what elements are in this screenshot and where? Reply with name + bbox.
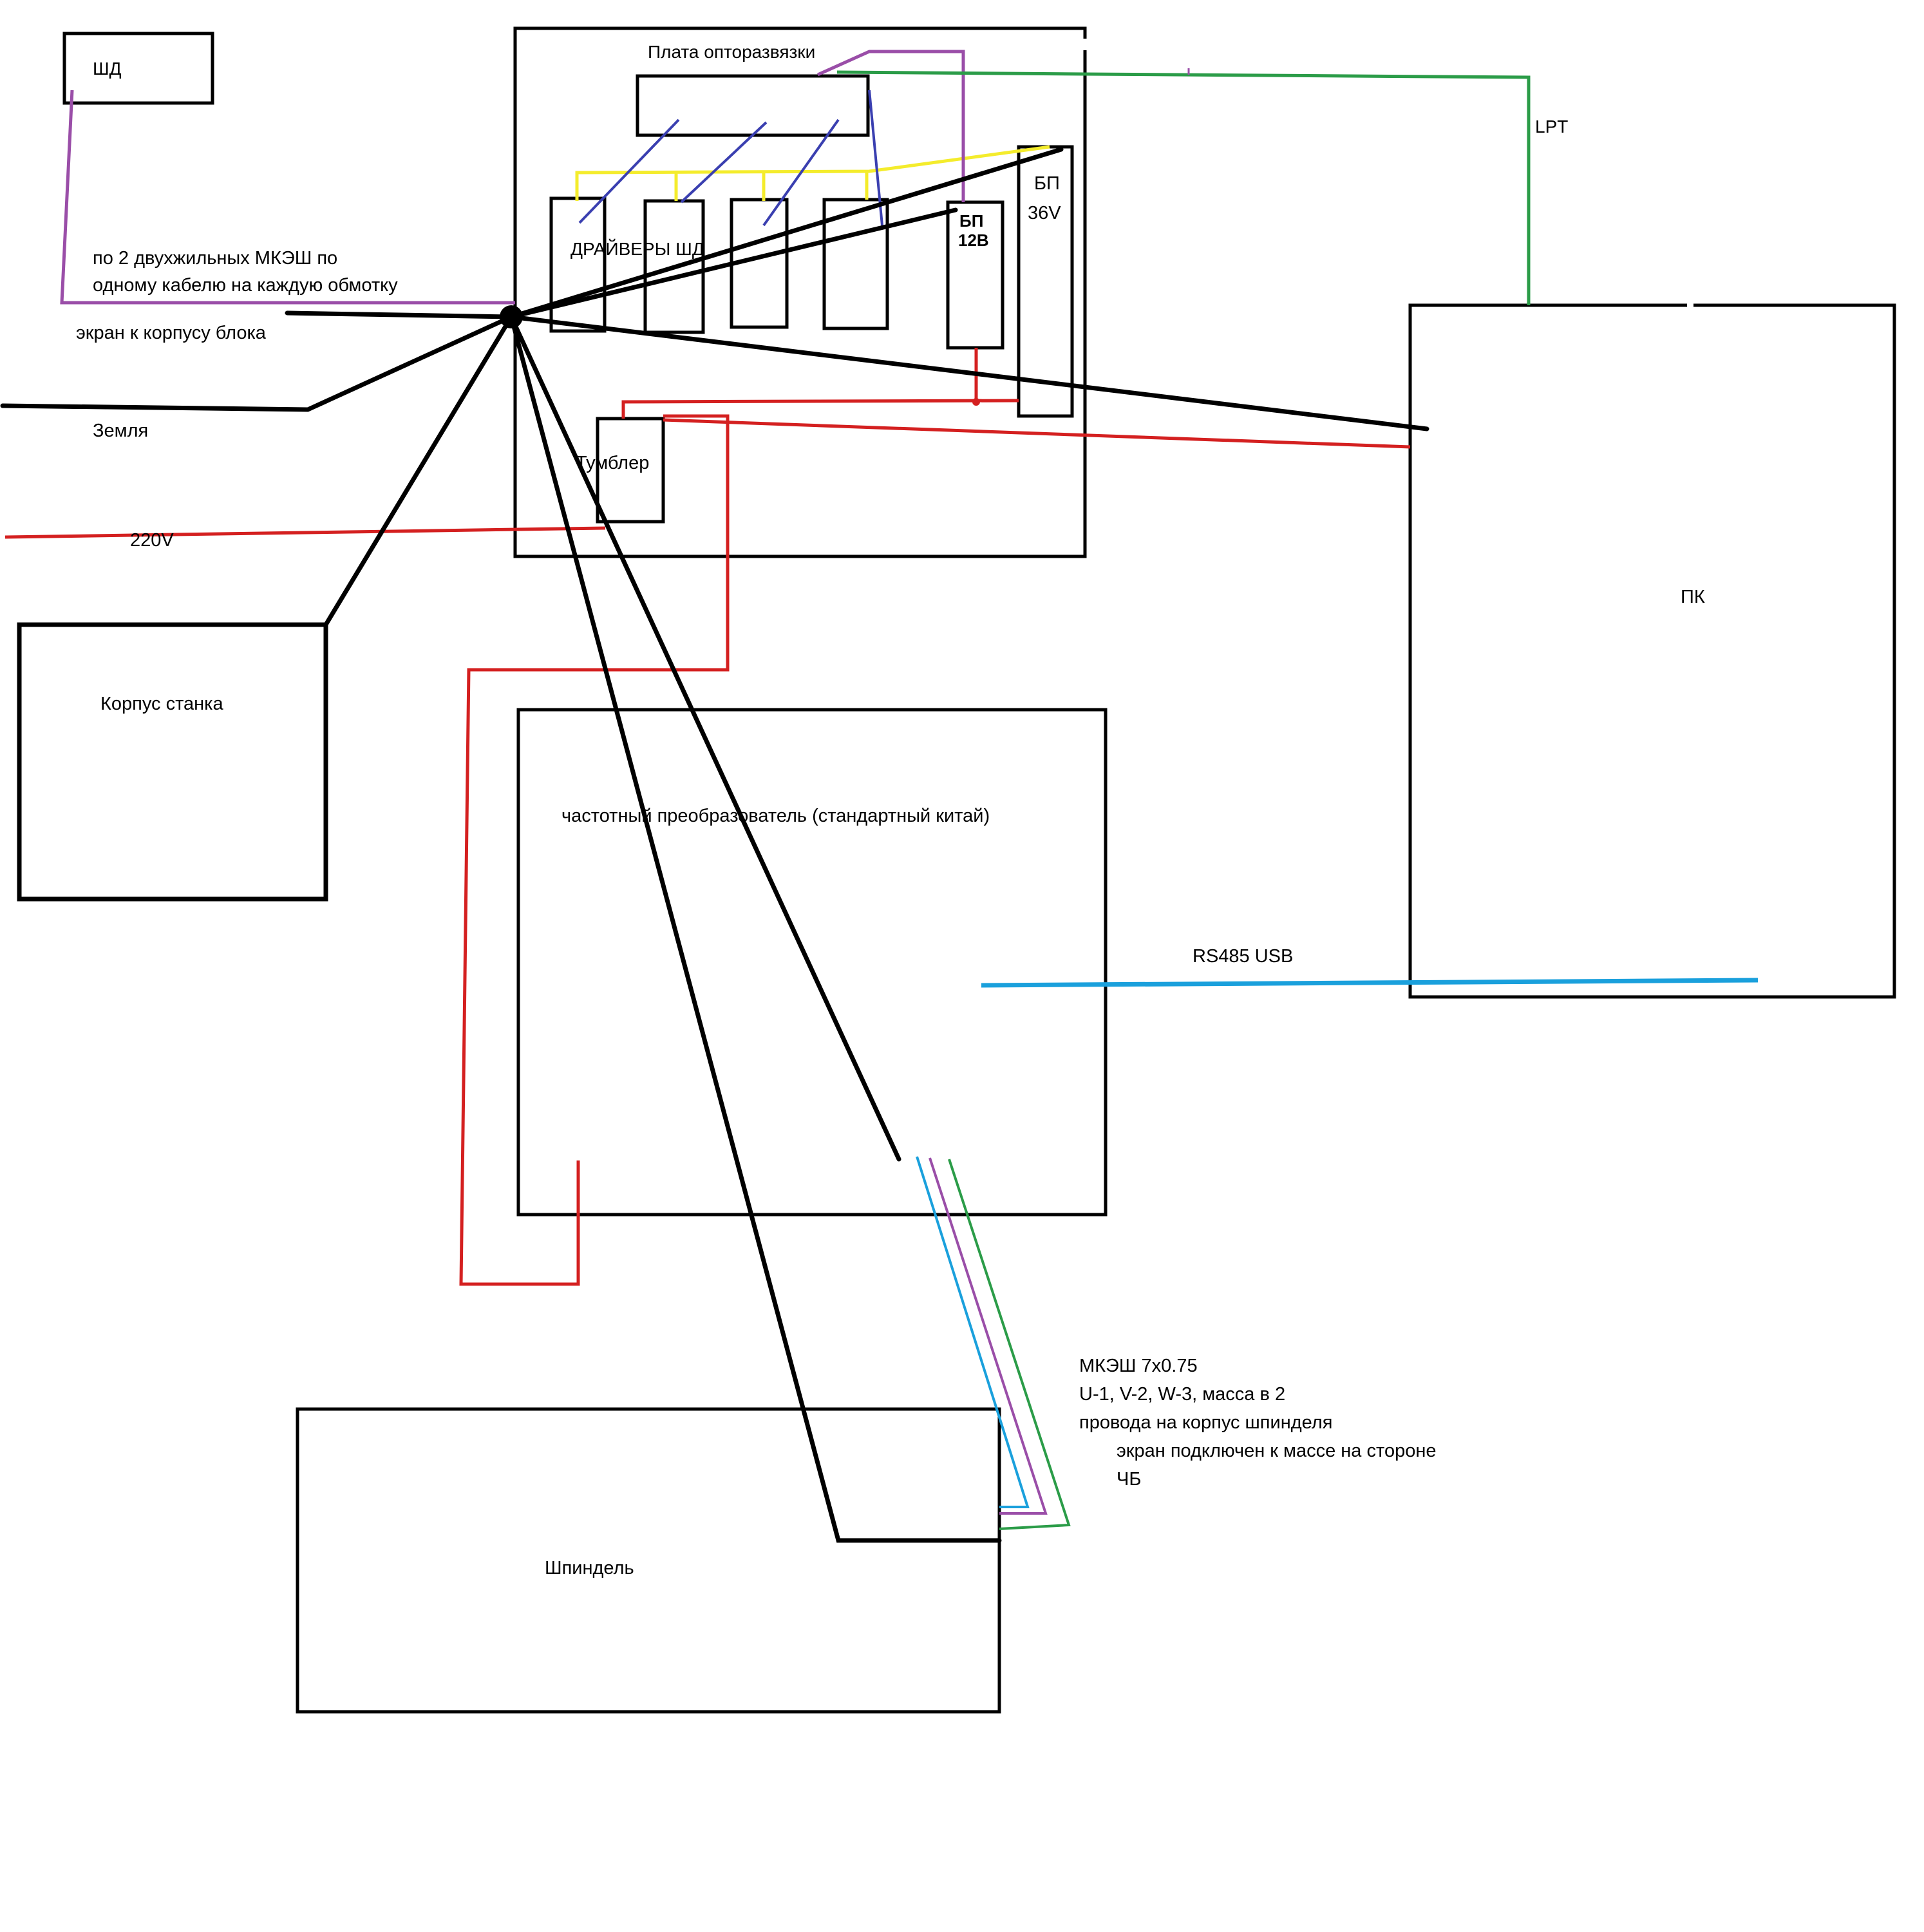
rs485-wire [981, 978, 1759, 988]
psu-36v-label-1: БП [1034, 173, 1060, 194]
psu-12v-label-2: 12В [958, 231, 989, 250]
toggle-label: Тумблер [576, 453, 649, 473]
toggle-switch-box [596, 417, 665, 524]
ground-star-point [500, 305, 523, 328]
pc-label: ПК [1681, 587, 1705, 607]
spindle-label: Шпиндель [545, 1558, 634, 1578]
lpt-label: LPT [1535, 117, 1568, 137]
ground-wires [0, 147, 1429, 1543]
cable-note-line-1: по 2 двухжильных МКЭШ по [93, 248, 337, 269]
vfd-box [516, 708, 1108, 1217]
drivers-label: ДРАЙВЕРЫ ШД [571, 239, 704, 259]
ground-label: Земля [93, 421, 148, 441]
mains-junction-dot [972, 398, 980, 406]
driver-box-2 [643, 199, 705, 334]
spindle-cable-note-4: экран подключен к массе на стороне [1117, 1441, 1436, 1461]
spindle-cable-note-2: U-1, V-2, W-3, масса в 2 [1079, 1384, 1285, 1405]
cable-note-line-2: одному кабелю на каждую обмотку [93, 275, 398, 296]
lpt-wire [836, 70, 1531, 305]
psu-36v-label-2: 36V [1028, 203, 1061, 223]
driver-box-1 [549, 196, 607, 333]
phase-v-wire [929, 1157, 1048, 1515]
stepper-motor-label: ШД [93, 59, 122, 79]
opto-board-label: Плата опторазвязки [648, 42, 815, 62]
mains-wires [5, 348, 1411, 1286]
spindle-cable-note-5: ЧБ [1117, 1469, 1141, 1490]
phase-u-wire [916, 1156, 1030, 1508]
driver-box-4 [822, 198, 889, 330]
screen-note-label: экран к корпусу блока [76, 323, 267, 343]
power-bus [575, 145, 1050, 201]
driver-signal-wires [578, 90, 883, 227]
phase-w-wire [948, 1159, 1071, 1530]
motor-wires [60, 50, 965, 305]
spindle-box [296, 1407, 1001, 1714]
machine-body-box [17, 622, 328, 902]
spindle-cable-note-3: провода на корпус шпинделя [1079, 1412, 1332, 1433]
machine-body-label: Корпус станка [100, 694, 224, 714]
vfd-label: частотный преобразователь (стандартный к… [561, 806, 990, 826]
pc-box [1408, 303, 1896, 999]
rs485-label: RS485 USB [1193, 946, 1293, 967]
stepper-motor-box [62, 32, 214, 105]
control-cabinet-box [513, 26, 1087, 558]
spindle-cable-note-1: МКЭШ 7х0.75 [1079, 1356, 1198, 1376]
psu-12v-label-1: БП [959, 211, 983, 231]
mains-label: 220V [130, 530, 174, 551]
